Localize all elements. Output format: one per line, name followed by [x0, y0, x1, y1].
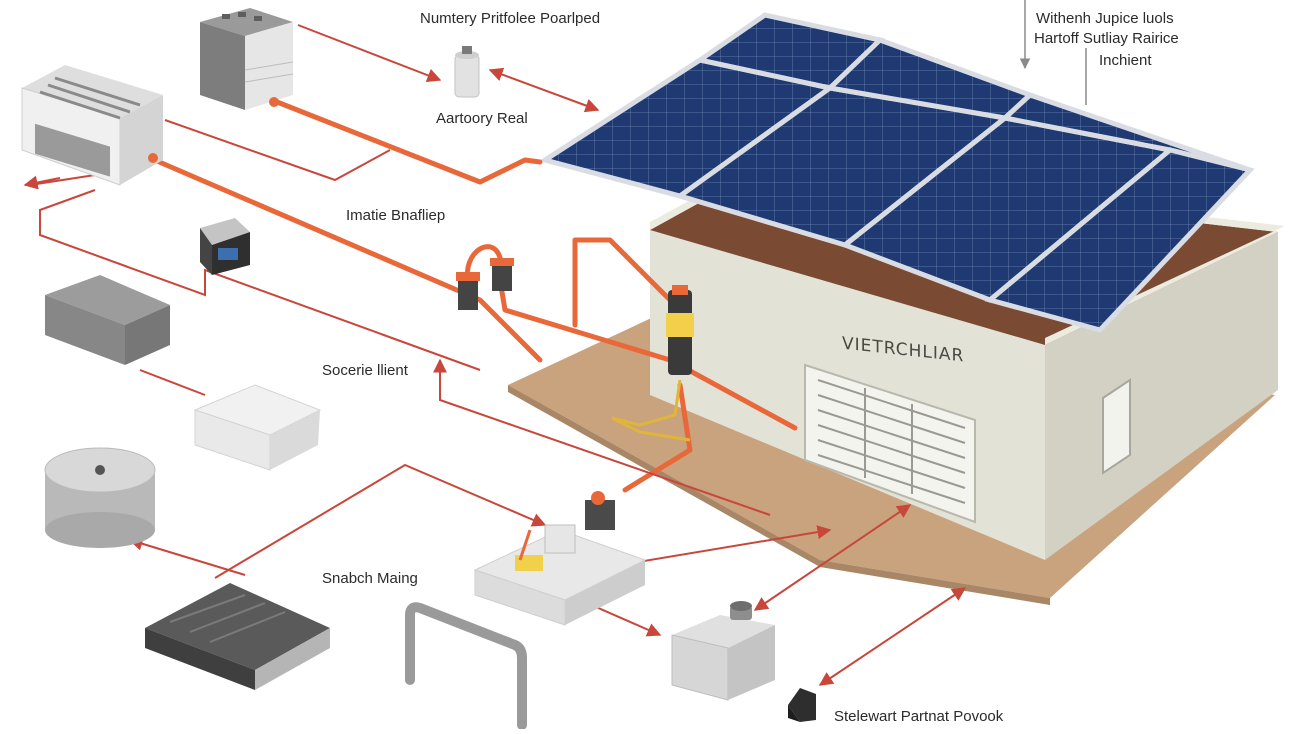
small-controller: [200, 218, 250, 275]
pipe-heater-to-building: [147, 155, 543, 363]
front-window-slats: [817, 379, 966, 504]
label-battery-real: Aartoory Real: [436, 110, 528, 127]
wire-left-loop: [29, 174, 481, 371]
label-top-center: Numtery Pritfolee Poarlped: [420, 10, 601, 27]
inverter-unit: [473, 491, 647, 626]
pipe-fitting: [456, 258, 514, 310]
label-top-right-1: Withenh Jupice luols: [1036, 10, 1174, 27]
dark-slab: [145, 583, 330, 690]
callout-lines: [1019, 0, 1087, 105]
building-side-wall: [1045, 232, 1278, 560]
solar-array: [538, 12, 1255, 333]
label-source-client: Socerie llient: [322, 362, 408, 379]
wire-top-device: [297, 24, 442, 82]
label-mid-left: Imatie Bnafliep: [346, 207, 446, 224]
solar-panel-front-right: [984, 147, 1255, 333]
pipe-battery-to-panel: [269, 97, 543, 185]
pipe-inverter-to-junction: [622, 382, 693, 493]
pipe-rack: [405, 602, 527, 730]
pipe-riser: [572, 237, 673, 328]
wire-heater-loop: [164, 119, 391, 182]
wire-battery-to-panel: [488, 67, 600, 113]
battery-pack: [671, 601, 775, 701]
round-tank: [44, 447, 156, 548]
water-heater-unit: [21, 65, 163, 186]
label-top-right-2: Hartoff Sutliay Rairice: [1034, 30, 1179, 47]
grey-box: [45, 275, 170, 365]
wire-source: [433, 358, 771, 516]
label-bottom-right: Stelewart Partnat Povook: [834, 708, 1004, 725]
red-wires: [23, 24, 967, 686]
label-top-right-3: Inchient: [1099, 52, 1152, 69]
wire-to-tank: [128, 536, 246, 576]
junction-box-bottom: [788, 688, 816, 722]
side-window: [1102, 378, 1131, 475]
label-snabch-maing: Snabch Maing: [322, 570, 418, 587]
top-cabinet-device: [200, 8, 294, 110]
small-battery-cylinder: [454, 46, 480, 98]
yellow-cable: [611, 379, 691, 442]
white-pad: [193, 384, 322, 471]
wire-bottom-right: [818, 587, 967, 686]
wall-inverter: [666, 285, 694, 375]
wire-box-to-pad: [139, 369, 206, 396]
wire-switch: [214, 463, 547, 579]
wire-battery-building: [753, 504, 912, 611]
wire-left-arrow: [23, 175, 61, 190]
